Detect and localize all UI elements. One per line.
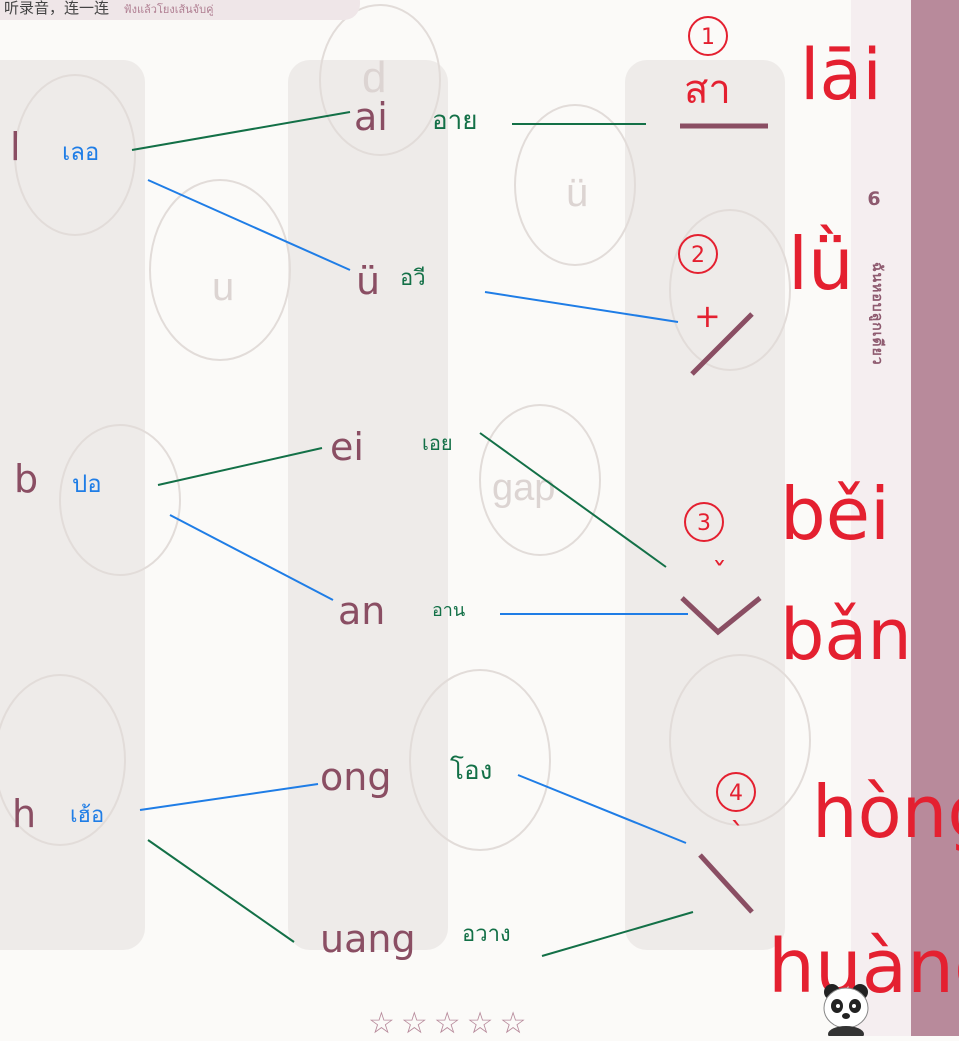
line-h-uang: [147, 839, 295, 943]
instruction-header: 听录音，连一连 ฟังแล้วโยงเส้นจับคู่: [0, 0, 360, 20]
balloon-letter-gap: gap: [492, 467, 555, 509]
line-ong-answer: [517, 774, 687, 844]
line-u-answer: [484, 291, 679, 323]
rating-stars: ☆☆☆☆☆: [368, 1006, 533, 1041]
answer-2-number: 2: [678, 234, 718, 274]
sidebar-strip: [851, 0, 911, 1036]
answer-2-pinyin: lǜ: [788, 222, 854, 306]
tone-mark-rising: [690, 312, 754, 376]
answer-4-number: 4: [716, 772, 756, 812]
sidebar: [911, 0, 959, 1036]
unit-number: 6: [867, 188, 881, 210]
tone-mark-dipping: [680, 596, 762, 636]
balloon-letter-u2: u: [212, 265, 234, 309]
line-b-ei: [157, 447, 323, 486]
initial-l-thai: เลอ: [62, 138, 100, 166]
answer-3-pinyin-2: bǎn: [780, 594, 912, 676]
answer-1-tone-written: สา: [684, 67, 731, 113]
finals-column: [288, 60, 448, 950]
line-uang-answer: [541, 911, 694, 957]
answer-1-pinyin: lāi: [800, 34, 882, 116]
line-ei-answer: [479, 432, 667, 568]
final-u: ü: [356, 259, 381, 303]
answer-1-number: 1: [688, 16, 728, 56]
answer-4-pinyin-1: hòng: [812, 770, 959, 854]
unit-title: ฉันหอบลูกเดียว: [869, 262, 885, 366]
initial-b: b: [14, 457, 39, 501]
final-ei-thai: เอย: [422, 431, 453, 455]
final-uang: uang: [320, 917, 416, 961]
final-an-thai: อาน: [432, 600, 466, 621]
balloon-letter-u1: ü: [566, 171, 588, 215]
initial-h-thai: เฮ้อ: [70, 803, 105, 828]
tone-mark-falling: [698, 853, 754, 914]
answer-3-pinyin-1: běi: [780, 472, 891, 556]
final-ei: ei: [330, 425, 364, 469]
initial-h: h: [12, 792, 37, 836]
line-l-u: [147, 179, 351, 271]
final-u-thai: อวี: [400, 266, 426, 291]
answer-2-tone-written: +: [694, 297, 721, 335]
final-ai-thai: อาย: [432, 106, 478, 136]
answer-3-tone-written: ˇ: [712, 557, 727, 592]
initial-b-thai: ปอ: [72, 470, 102, 498]
answer-3-number: 3: [684, 502, 724, 542]
final-an: an: [338, 589, 386, 633]
panda-icon: [823, 984, 869, 1036]
line-h-ong: [139, 783, 319, 811]
instruction-text: 听录音，连一连: [4, 0, 110, 17]
final-uang-thai: อวาง: [462, 922, 511, 947]
final-ong: ong: [320, 755, 392, 799]
instruction-thai: ฟังแล้วโยงเส้นจับคู่: [123, 3, 214, 16]
final-ai: ai: [354, 95, 388, 139]
initial-l: l: [10, 125, 21, 169]
final-ong-thai: โอง: [450, 756, 493, 786]
balloon-letter-d: d: [362, 53, 386, 102]
line-l-ai: [131, 111, 351, 151]
line-b-an: [169, 514, 334, 601]
answer-4-tone-written: ˋ: [730, 817, 745, 852]
